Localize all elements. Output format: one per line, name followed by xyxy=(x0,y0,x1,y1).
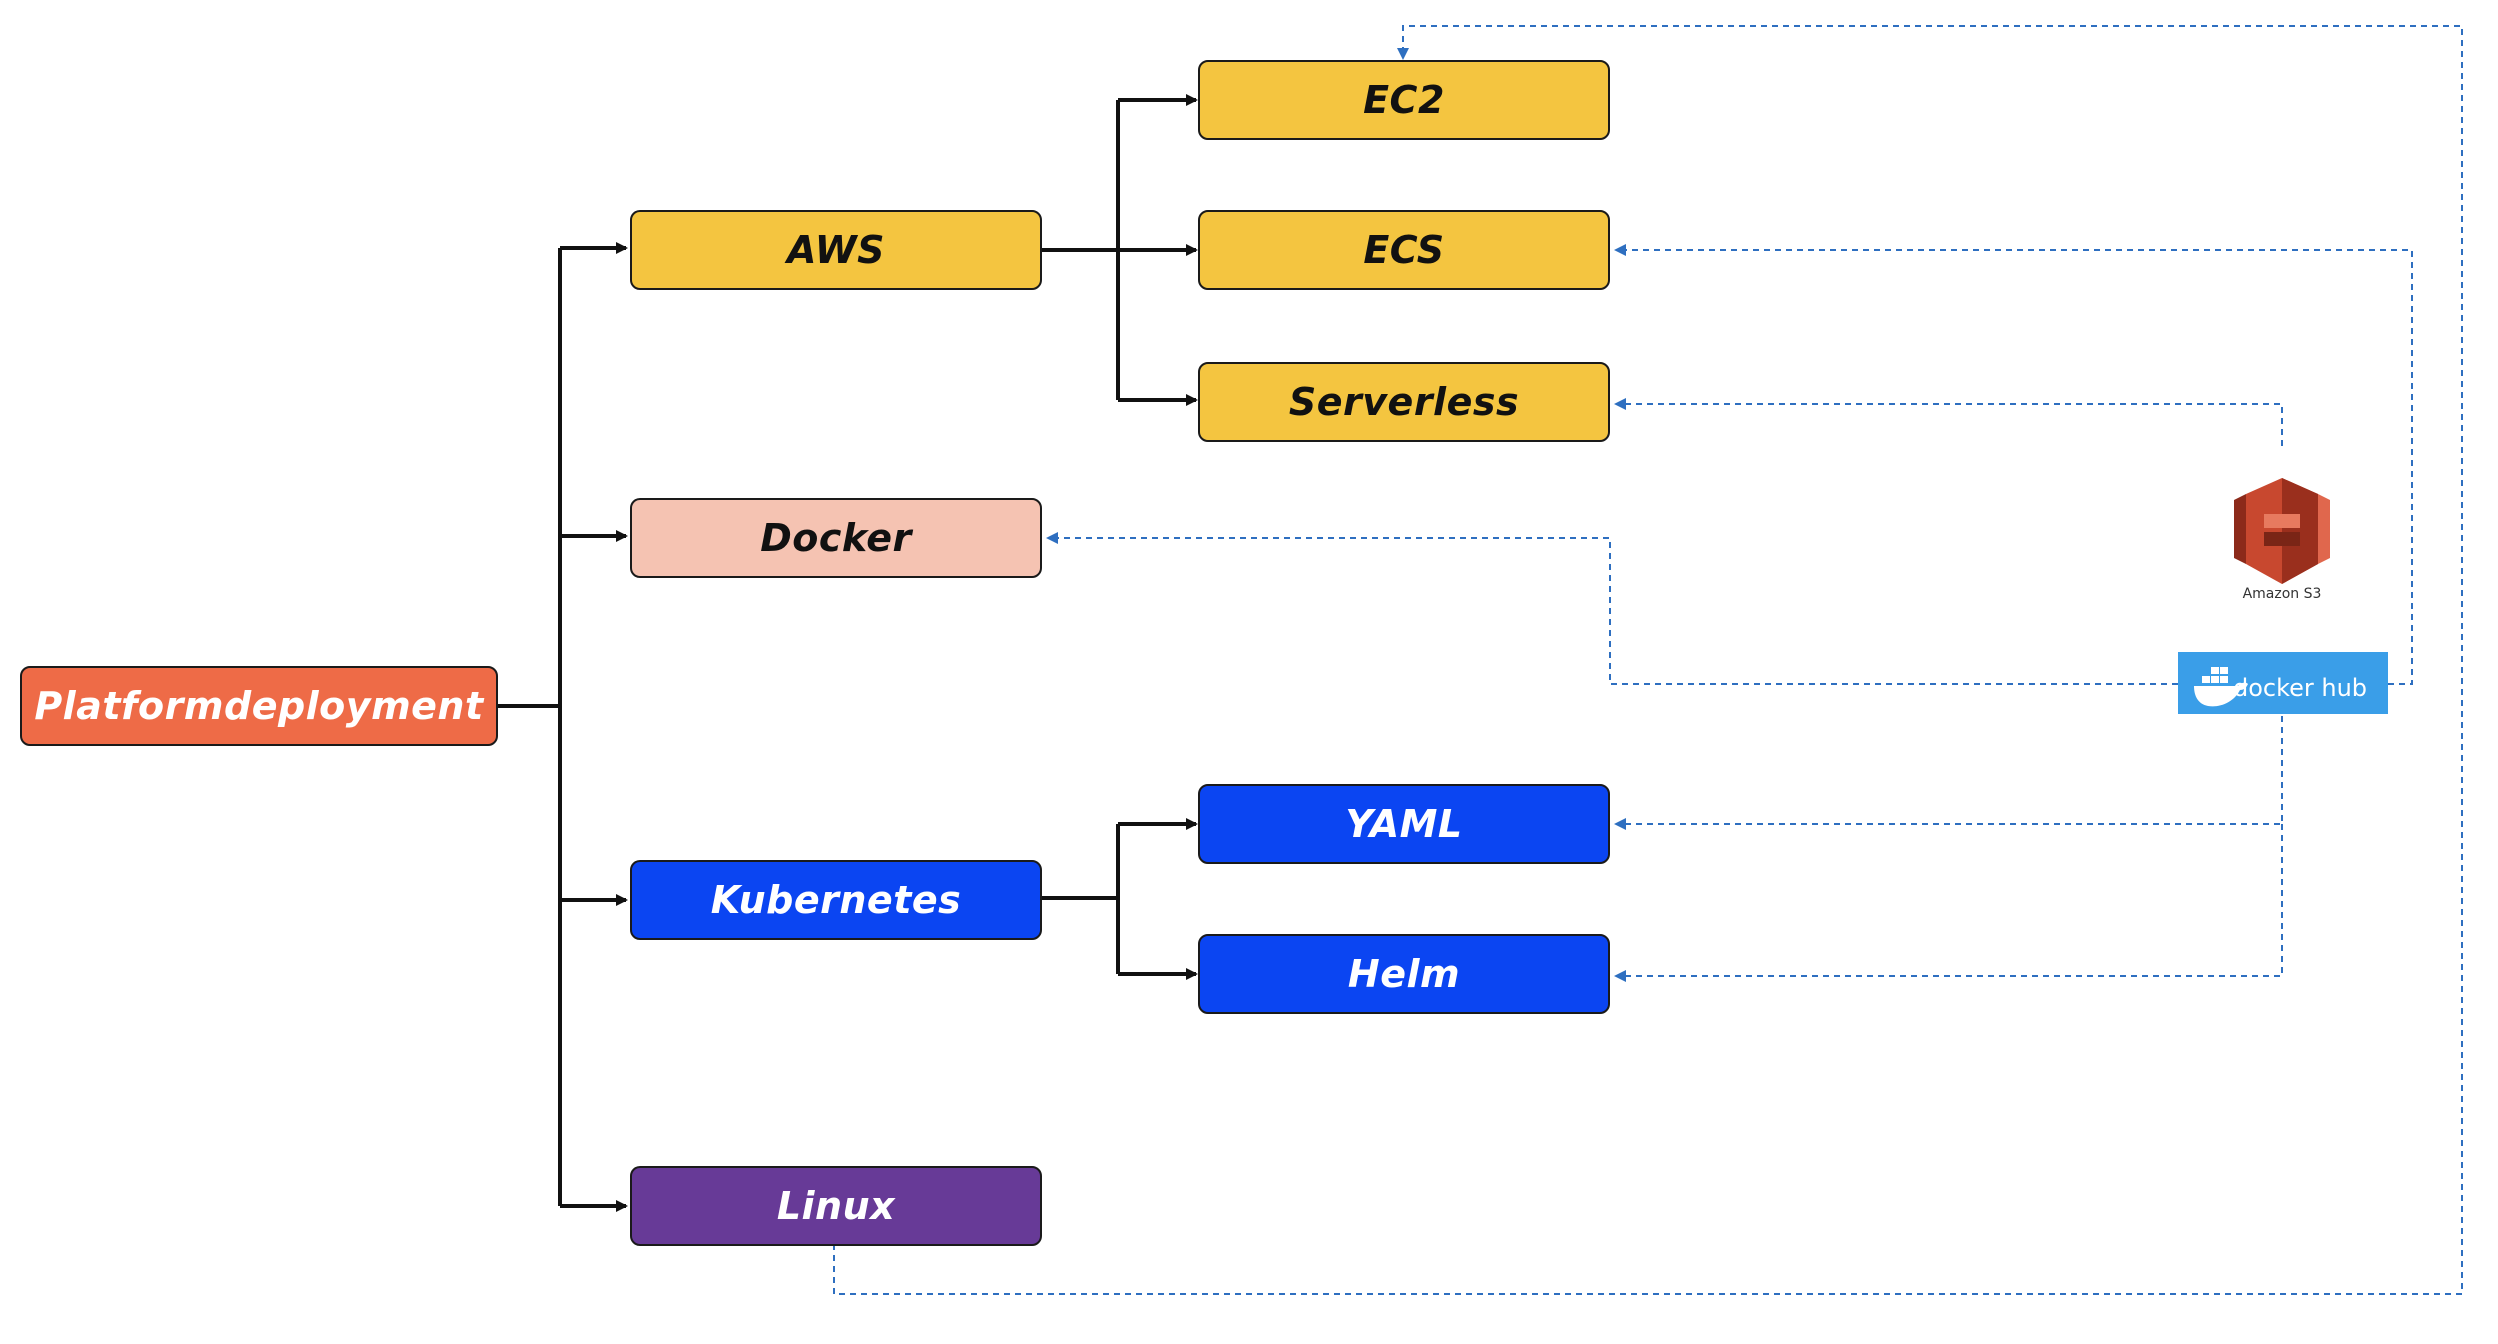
node-ec2[interactable]: EC2 xyxy=(1198,60,1610,140)
node-ecs[interactable]: ECS xyxy=(1198,210,1610,290)
dash-s3-to-serverless xyxy=(1614,398,2283,446)
node-docker[interactable]: Docker xyxy=(630,498,1042,578)
docker-whale-icon xyxy=(2194,667,2248,707)
dash-hub-to-ecs xyxy=(1614,244,2413,685)
tree-connectors xyxy=(498,94,1198,1212)
node-kubernetes[interactable]: Kubernetes xyxy=(630,860,1042,940)
dash-hub-to-docker xyxy=(1046,532,2178,685)
amazon-s3-label: Amazon S3 xyxy=(2242,586,2322,602)
dash-hub-to-yaml xyxy=(1614,716,2283,830)
dashed-connectors xyxy=(833,25,2463,1295)
node-helm[interactable]: Helm xyxy=(1198,934,1610,1014)
node-platformdeployment[interactable]: Platformdeployment xyxy=(20,666,498,746)
amazon-s3-icon xyxy=(2234,478,2330,584)
node-yaml[interactable]: YAML xyxy=(1198,784,1610,864)
docker-hub-label: docker hub xyxy=(2233,674,2367,702)
node-linux[interactable]: Linux xyxy=(630,1166,1042,1246)
node-aws[interactable]: AWS xyxy=(630,210,1042,290)
dash-hub-to-helm xyxy=(1614,824,2283,982)
dash-linux-to-ec2 xyxy=(833,25,2463,1295)
node-serverless[interactable]: Serverless xyxy=(1198,362,1610,442)
